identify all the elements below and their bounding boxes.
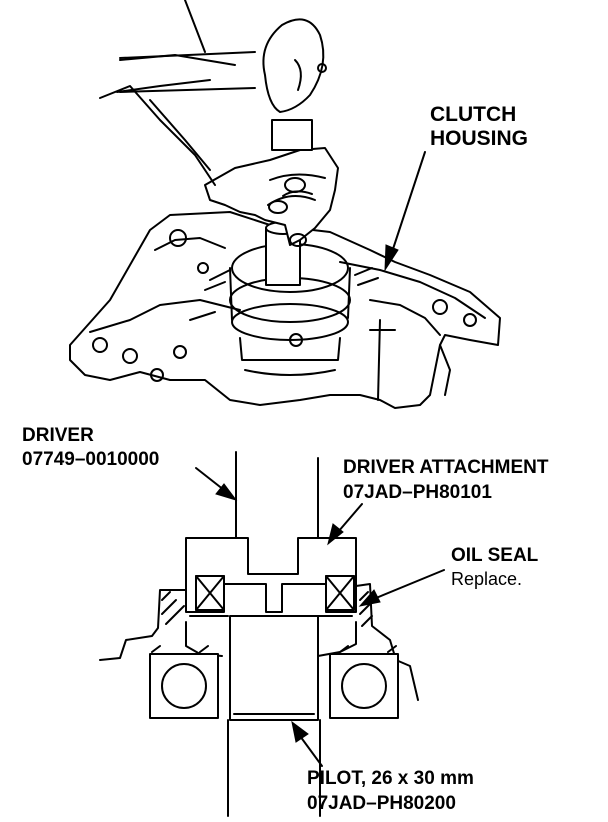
driver-attachment-label: DRIVER ATTACHMENT: [343, 457, 549, 478]
clutch-housing-arrow: [384, 151, 426, 272]
oil-seal-label: OIL SEAL: [451, 545, 539, 566]
driver-attachment-part-number: 07JAD–PH80101: [343, 482, 492, 503]
pilot-part-number: 07JAD–PH80200: [307, 793, 456, 814]
driver-label: DRIVER: [22, 425, 94, 446]
cross-section-diagram: [99, 451, 419, 817]
clutch-housing-label-line2: HOUSING: [430, 127, 528, 150]
driver-attachment-arrow: [327, 503, 363, 546]
pilot-arrow: [291, 720, 323, 767]
oil-seal-note: Replace.: [451, 569, 522, 589]
clutch-housing-illustration: [69, 0, 501, 409]
pilot-label: PILOT, 26 x 30 mm: [307, 768, 474, 789]
driver-part-number: 07749–0010000: [22, 449, 159, 470]
clutch-housing-label-line1: CLUTCH: [430, 103, 516, 126]
oil-seal-arrow: [358, 569, 445, 607]
driver-arrow: [195, 467, 238, 501]
